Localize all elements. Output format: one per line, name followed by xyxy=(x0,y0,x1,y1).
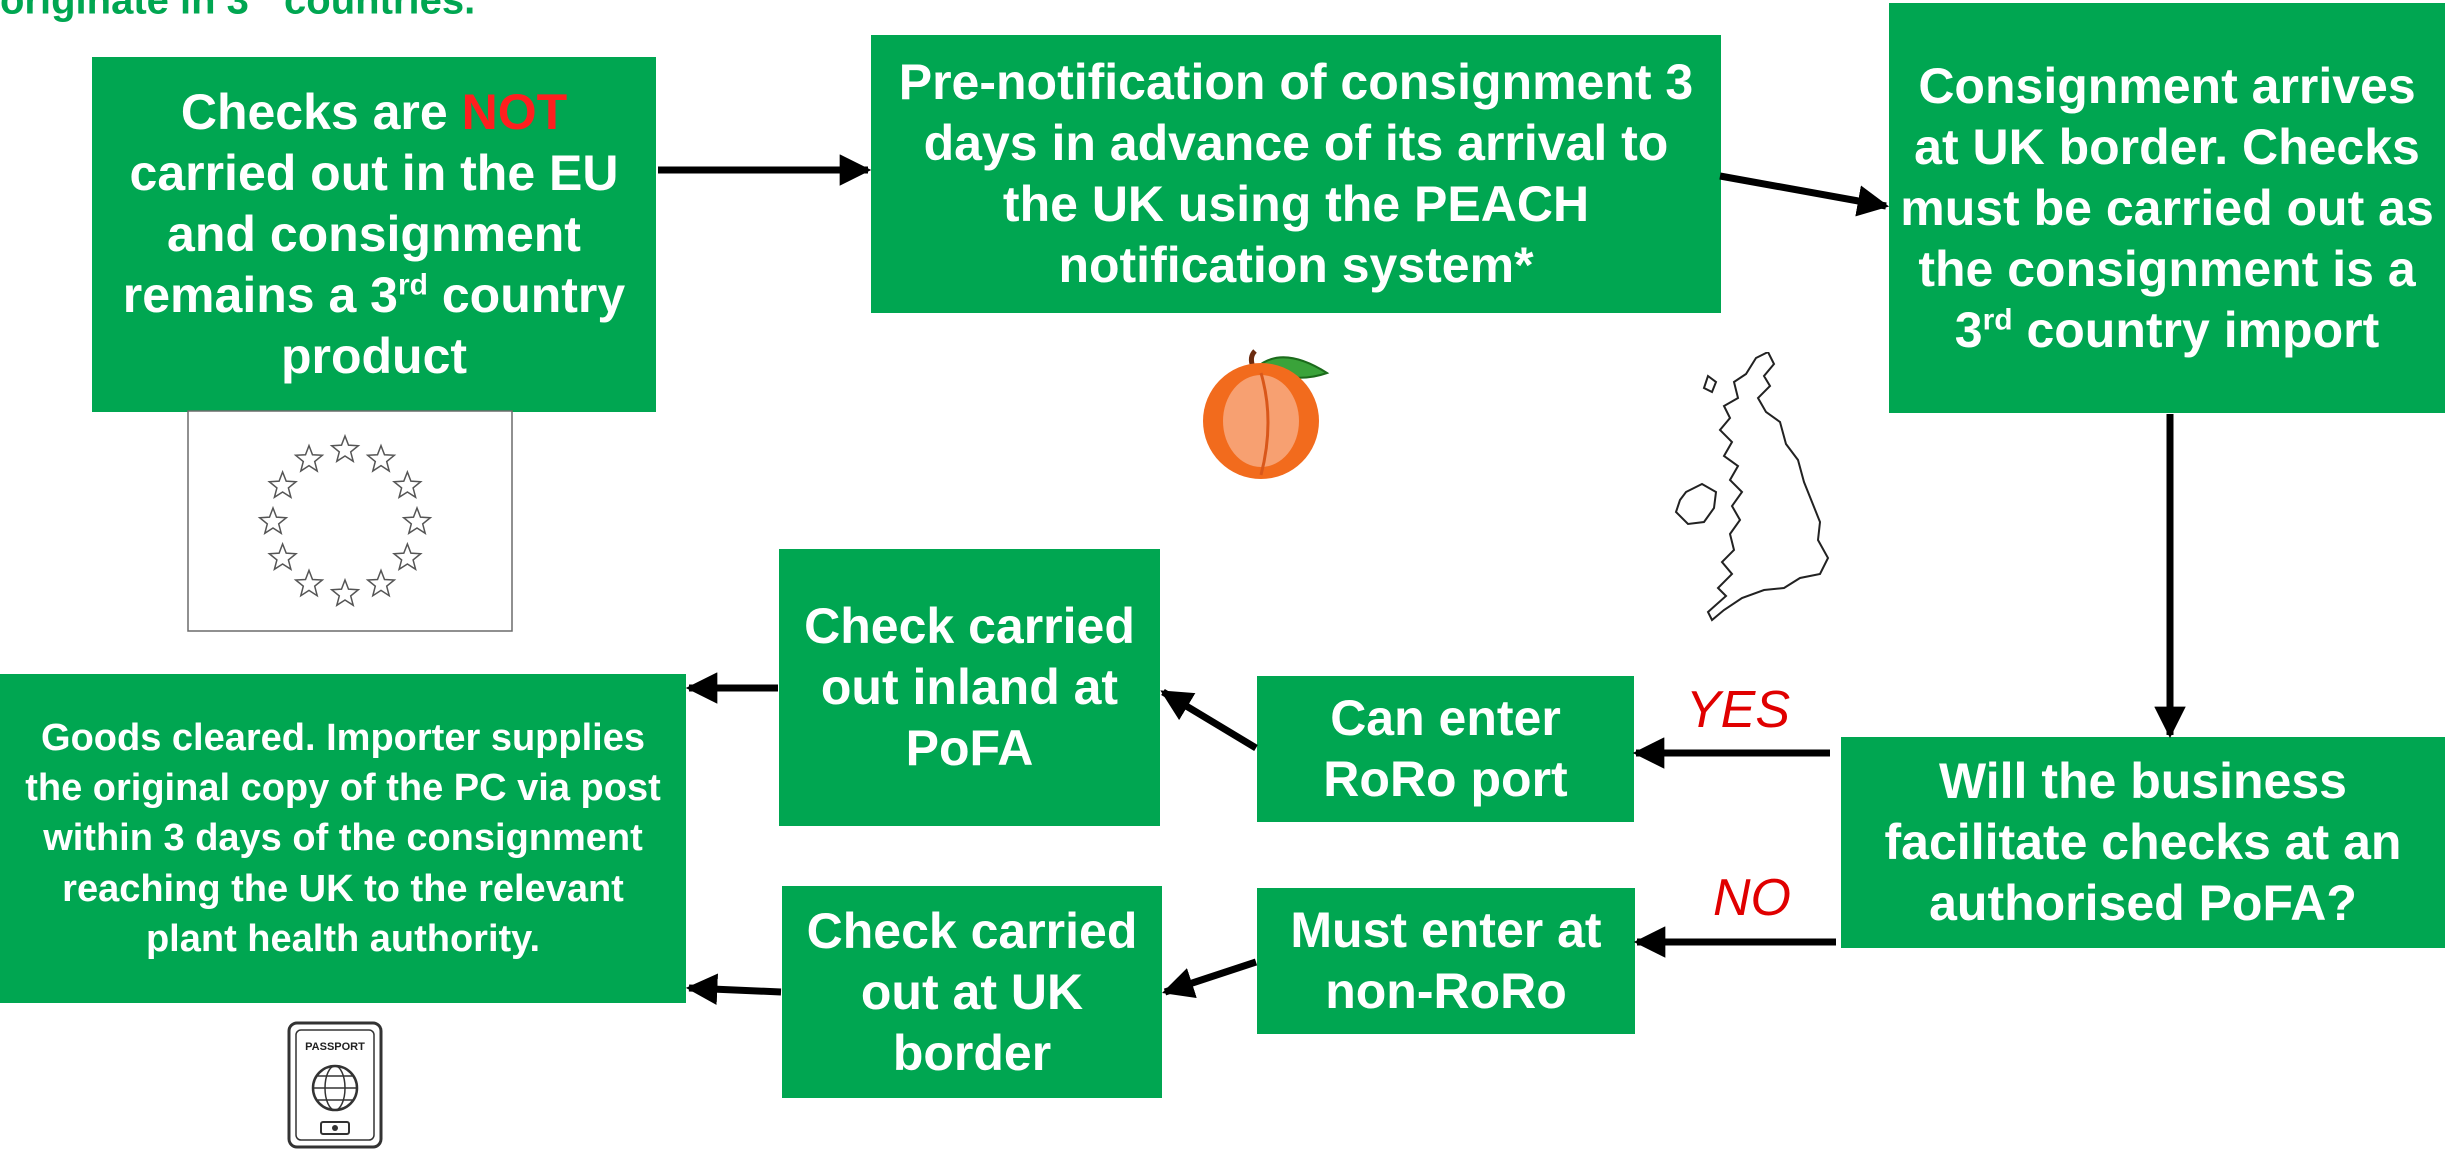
box-checks-not-carried-out: Checks are NOT carried out in the EU and… xyxy=(92,57,656,412)
header-text: originate in 3rd countries. xyxy=(0,0,476,23)
passport-icon: PASSPORT xyxy=(286,1020,384,1150)
eu-flag-star xyxy=(267,541,298,571)
box-checks-not-carried-out-text: Checks are NOT carried out in the EU and… xyxy=(122,84,626,384)
box-check-inland-pofa: Check carried out inland at PoFA xyxy=(779,549,1160,826)
box-facilitate-question: Will the business facilitate checks at a… xyxy=(1841,737,2445,948)
box-consignment-arrives: Consignment arrives at UK border. Checks… xyxy=(1889,3,2445,413)
eu-flag-star xyxy=(267,469,298,499)
arrow-can-enter-to-inland xyxy=(1160,689,1258,751)
svg-text:PASSPORT: PASSPORT xyxy=(305,1041,365,1053)
eu-flag-star xyxy=(365,443,397,473)
eu-flag-star xyxy=(329,577,361,607)
eu-flag-star xyxy=(392,469,423,499)
box-must-enter-non-roro: Must enter at non-RoRo xyxy=(1257,888,1635,1034)
eu-flag-star xyxy=(401,505,433,535)
eu-flag-star xyxy=(392,541,423,571)
eu-flag-star xyxy=(293,568,325,598)
arrow-must-enter-to-border xyxy=(1162,958,1258,999)
uk-map-icon xyxy=(1668,350,1848,622)
label-yes: YES xyxy=(1686,681,1791,739)
box-goods-cleared: Goods cleared. Importer supplies the ori… xyxy=(0,674,686,1003)
peach-icon xyxy=(1195,345,1335,480)
arrow-border-to-goods-cleared xyxy=(685,973,782,1005)
eu-flag-star xyxy=(365,568,397,598)
eu-flag-star xyxy=(257,505,289,535)
box-can-enter-roro: Can enter RoRo port xyxy=(1257,676,1634,822)
arrow-prenotification-to-arrives xyxy=(1719,172,1890,217)
eu-flag-icon xyxy=(187,410,513,632)
label-no: NO xyxy=(1713,869,1791,927)
eu-flag-star xyxy=(329,433,361,463)
box-pre-notification: Pre-notification of consignment 3 days i… xyxy=(871,35,1721,313)
box-check-uk-border: Check carried out at UK border xyxy=(782,886,1162,1098)
not-emphasis: NOT xyxy=(461,84,568,140)
eu-flag-star xyxy=(293,443,325,473)
